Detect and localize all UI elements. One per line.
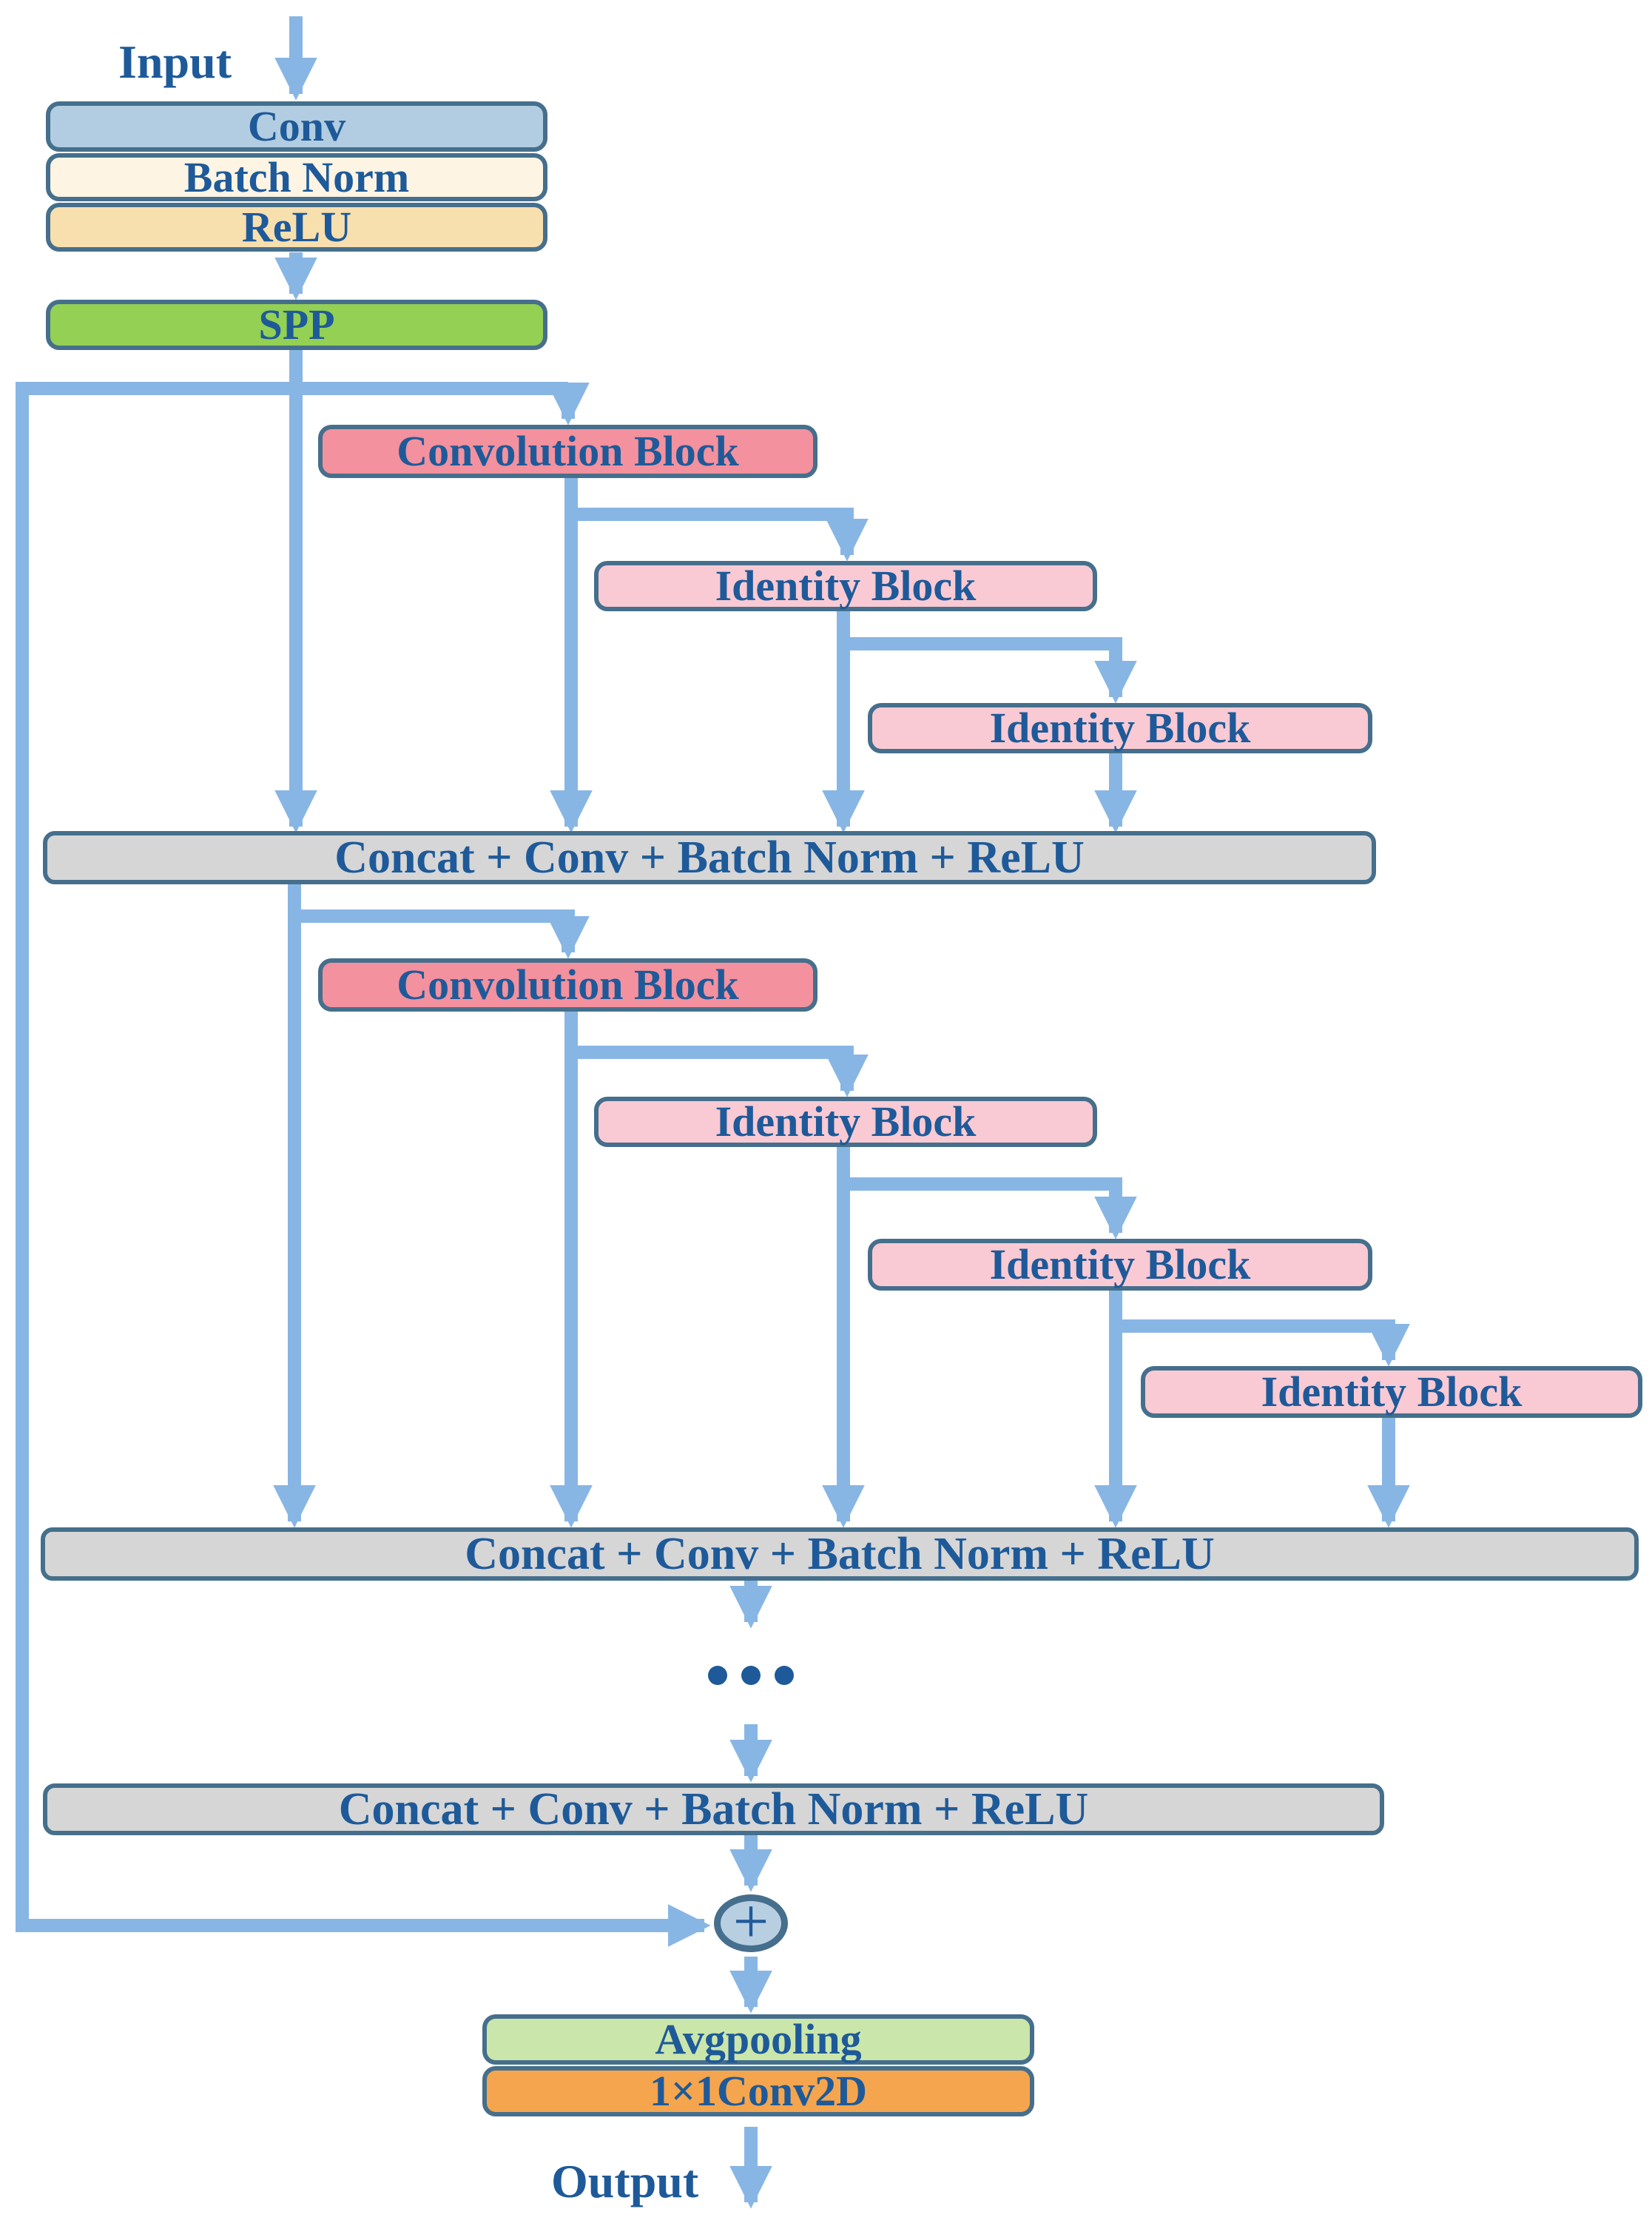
batch-norm-box: Batch Norm	[46, 153, 547, 201]
relu-box: ReLU	[46, 203, 547, 252]
concat-bar-1: Concat + Conv + Batch Norm + ReLU	[43, 831, 1376, 884]
identity-block-2a: Identity Block	[594, 1097, 1097, 1147]
arrow-identity2a-to-identity2b	[843, 1177, 1137, 1240]
identity-block-1a: Identity Block	[594, 561, 1097, 611]
concat-bar-3: Concat + Conv + Batch Norm + ReLU	[43, 1783, 1384, 1835]
spp-box: SPP	[46, 300, 547, 350]
convolution-block-1: Convolution Block	[318, 425, 817, 478]
arrow-skip-spp-to-add	[16, 382, 711, 1947]
identity-block-2b: Identity Block	[868, 1239, 1372, 1291]
ellipsis-dot	[708, 1666, 727, 1685]
arrow-identity1a-to-identity1b	[843, 637, 1137, 704]
arrow-identity2b-to-identity2c	[1116, 1319, 1410, 1367]
identity-block-2c: Identity Block	[1141, 1366, 1642, 1418]
conv-box: Conv	[46, 101, 547, 152]
ellipsis-dot	[741, 1666, 761, 1685]
avgpooling-box: Avgpooling	[482, 2014, 1034, 2065]
ellipsis-dot	[775, 1666, 794, 1685]
output-label: Output	[551, 2155, 699, 2207]
arrow-convblock2-to-identity2a	[571, 1046, 869, 1097]
input-label: Input	[118, 36, 232, 88]
concat-bar-2: Concat + Conv + Batch Norm + ReLU	[41, 1527, 1639, 1581]
add-node: +	[714, 1889, 788, 1953]
arrow-concat1-to-convblock2	[294, 909, 590, 959]
conv2d-box: 1×1Conv2D	[482, 2066, 1034, 2116]
convolution-block-2: Convolution Block	[318, 958, 817, 1012]
ellipsis-dots	[708, 1666, 794, 1685]
identity-block-1b: Identity Block	[868, 703, 1372, 753]
arrow-convblock1-to-identity1a	[571, 508, 869, 562]
